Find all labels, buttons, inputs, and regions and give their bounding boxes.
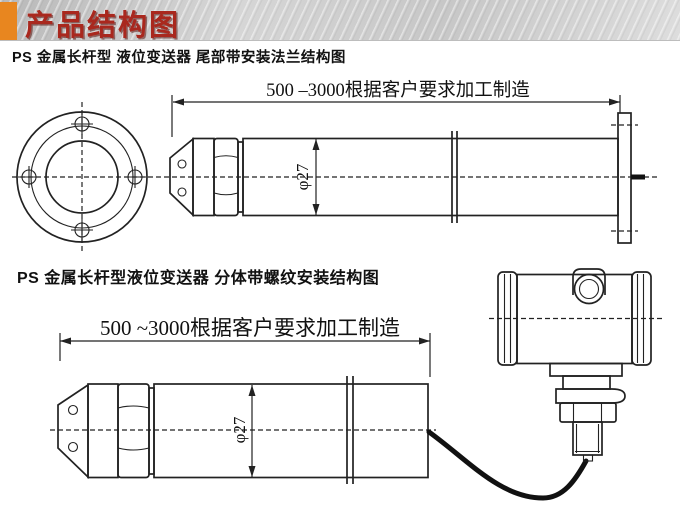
length-dimension: 500 ~3000根据客户要求加工制造 — [59, 316, 431, 377]
threaded-stub — [572, 421, 603, 462]
tail-flange-side-view — [611, 112, 645, 244]
section2-title: PS 金属长杆型液位变送器 分体带螺纹安装结构图 — [17, 270, 380, 287]
break-lines — [451, 131, 458, 223]
page-title: 产品结构图 — [25, 10, 181, 42]
hex-nut — [213, 137, 239, 217]
diameter-label: φ27 — [230, 416, 249, 443]
length-dimension-label: 500 ~3000根据客户要求加工制造 — [100, 316, 400, 340]
diameter-dimension: φ27 — [293, 139, 320, 215]
banner: 产品结构图 — [0, 0, 680, 42]
diagram-threaded-split: 500 ~3000根据客户要求加工制造 φ27 — [50, 268, 662, 501]
probe-tip — [57, 383, 89, 480]
length-dimension-label: 500 –3000根据客户要求加工制造 — [266, 80, 530, 101]
break-lines — [346, 376, 354, 484]
banner-accent-block — [0, 2, 17, 40]
diagram-flange-mount: 500 –3000根据客户要求加工制造 φ27 — [12, 80, 657, 252]
connection-cable — [426, 429, 589, 501]
transmitter-head — [489, 268, 662, 462]
section1-title: PS 金属长杆型 液位变送器 尾部带安装法兰结构图 — [12, 50, 346, 66]
hex-nut — [117, 383, 150, 479]
cable-entry-nub — [582, 454, 594, 462]
tip-band — [87, 383, 119, 479]
length-dimension: 500 –3000根据客户要求加工制造 — [171, 80, 621, 137]
diameter-label: φ27 — [293, 163, 312, 190]
neck-lower — [562, 375, 611, 390]
mounting-hex-nut — [559, 402, 617, 423]
rod-body — [153, 383, 429, 479]
top-cable-port — [572, 268, 606, 305]
diameter-dimension: φ27 — [230, 385, 256, 477]
neck-upper — [549, 362, 623, 377]
collar — [555, 388, 626, 404]
